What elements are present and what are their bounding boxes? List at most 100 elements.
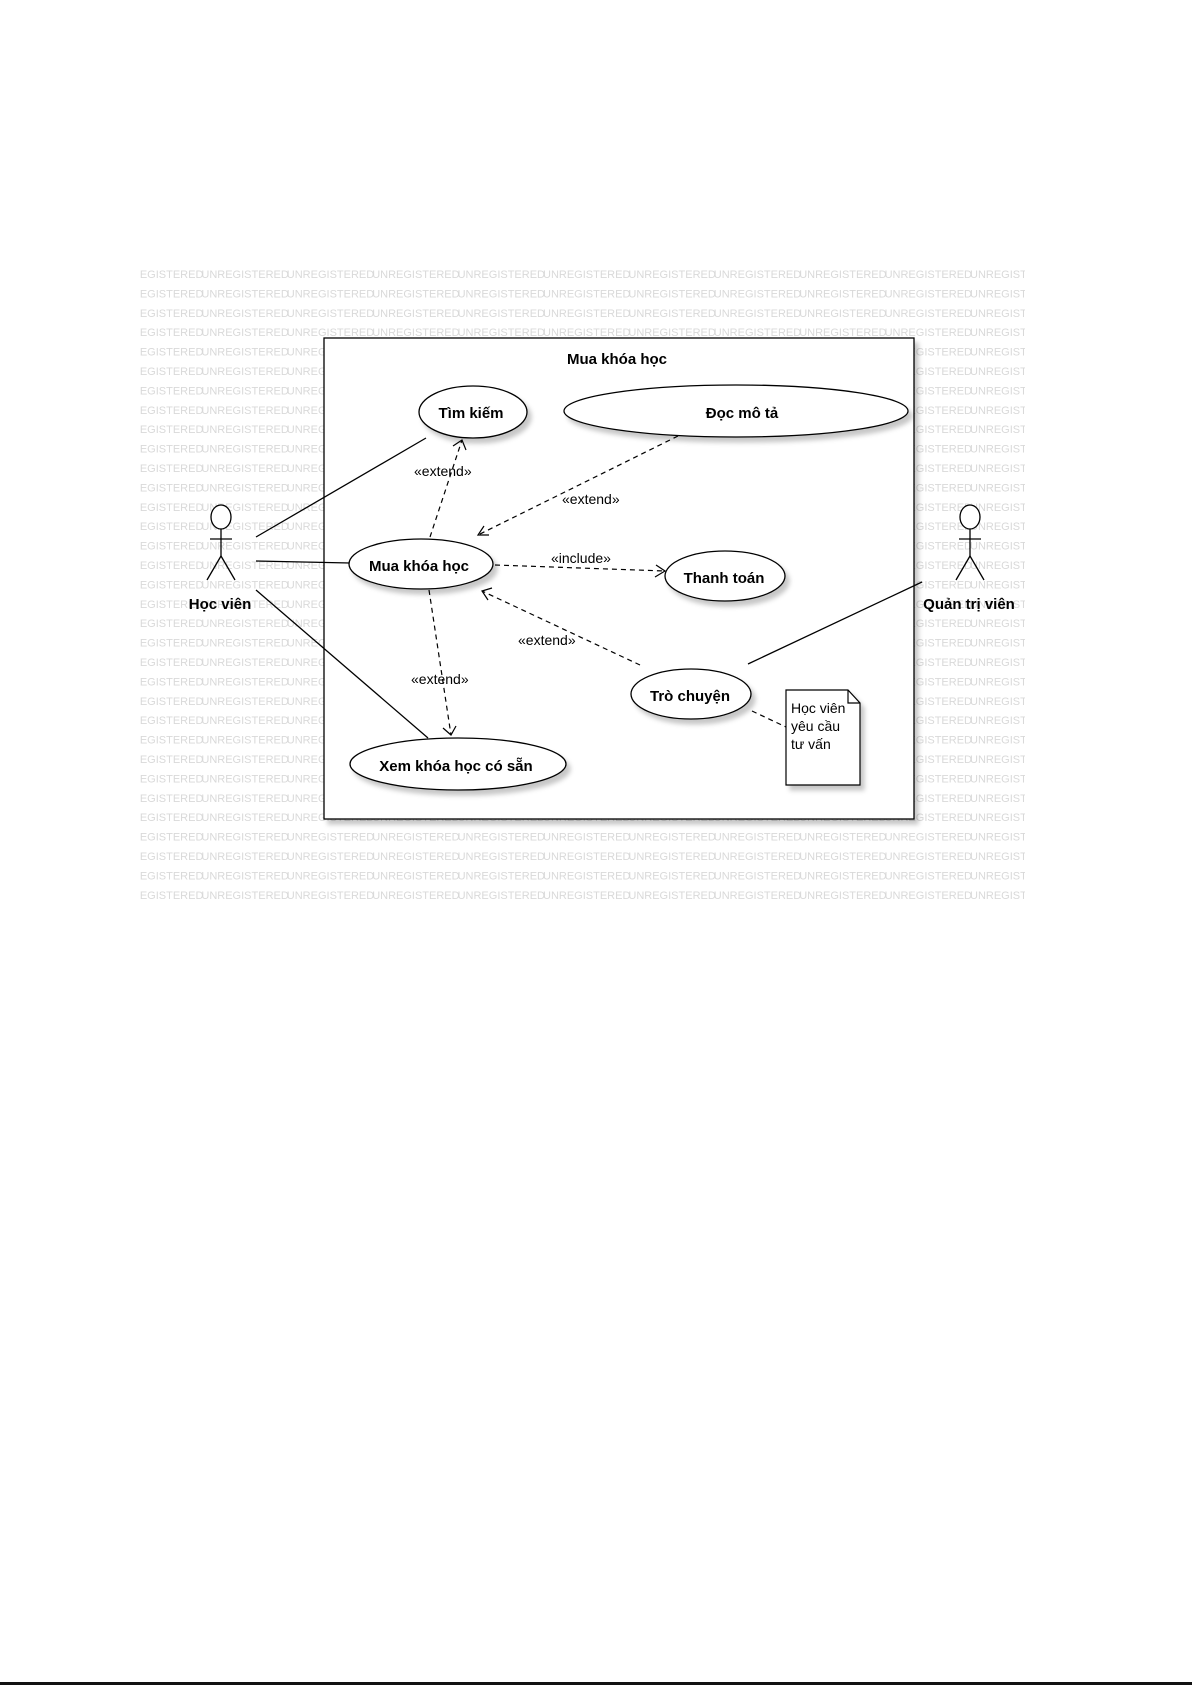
watermark-text: UNREGISTERED [885, 288, 972, 300]
use-case-tim-kiem-shape[interactable] [418, 385, 528, 439]
watermark-text: UNREGISTERED [970, 424, 1057, 436]
note-fold [847, 690, 860, 704]
arrowhead-tim-kiem [452, 439, 467, 451]
note[interactable]: Học viên yêu cầu tư vấn [785, 689, 861, 786]
note-shape[interactable] [785, 689, 861, 786]
watermark-text: UNREGISTERED [116, 579, 203, 591]
watermark-text: UNREGISTERED [1055, 308, 1142, 320]
watermark-text: UNREGISTERED [116, 638, 203, 650]
watermark-text: UNREGISTERED [287, 327, 374, 339]
watermark-text: UNREGISTERED [201, 424, 288, 436]
watermark-text: UNREGISTERED [116, 327, 203, 339]
use-case-tim-kiem[interactable]: Tìm kiếm [418, 385, 528, 439]
watermark-text: UNREGISTERED [1055, 521, 1142, 533]
use-case-mua-khoa-hoc-shape[interactable] [348, 538, 494, 590]
dependency-extend-doc-mo-ta [477, 435, 679, 536]
watermark-text: UNREGISTERED [31, 541, 118, 553]
watermark-text: UNREGISTERED [714, 832, 801, 844]
watermark-text: UNREGISTERED [628, 851, 715, 863]
watermark-text: UNREGISTERED [31, 502, 118, 514]
watermark-text: UNREGISTERED [1055, 851, 1142, 863]
watermark-text: UNREGISTERED [116, 347, 203, 359]
watermark-text: UNREGISTERED [201, 754, 288, 766]
watermark-text: UNREGISTERED [714, 851, 801, 863]
use-case-tro-chuyen[interactable]: Trò chuyện [630, 668, 752, 720]
watermark-text: UNREGISTERED [116, 832, 203, 844]
watermark-text: UNREGISTERED [970, 347, 1057, 359]
watermark-text: UNREGISTERED [543, 269, 630, 281]
use-case-xem-khoa-hoc-label: Xem khóa học có sẵn [379, 758, 532, 775]
watermark-text: UNREGISTERED [970, 541, 1057, 553]
use-case-doc-mo-ta[interactable]: Đọc mô tả [563, 384, 909, 438]
page-bottom-edge [0, 1682, 1192, 1685]
watermark-text: UNREGISTERED [1055, 599, 1142, 611]
watermark-text: UNREGISTERED [1055, 385, 1142, 397]
watermark-text: UNREGISTERED [287, 288, 374, 300]
watermark-text: UNREGISTERED [1055, 327, 1142, 339]
watermark-text: UNREGISTERED [31, 715, 118, 727]
watermark-text: UNREGISTERED [1055, 405, 1142, 417]
use-case-mua-khoa-hoc-label: Mua khóa học [369, 558, 469, 575]
watermark-text: UNREGISTERED [628, 269, 715, 281]
actor-quan-tri-vien[interactable] [955, 504, 985, 581]
watermark-text: UNREGISTERED [458, 832, 545, 844]
arrowhead-xem-khoa-hoc [442, 725, 457, 736]
watermark-text: UNREGISTERED [885, 870, 972, 882]
watermark-text: UNREGISTERED [1055, 482, 1142, 494]
watermark-text: UNREGISTERED [372, 288, 459, 300]
dependency-include-thanh-toan [494, 564, 666, 572]
use-case-doc-mo-ta-label: Đọc mô tả [706, 405, 779, 422]
watermark-text: UNREGISTERED [116, 288, 203, 300]
watermark-text: UNREGISTERED [1055, 890, 1142, 902]
label-extend-tim-kiem: «extend» [414, 463, 472, 479]
use-case-xem-khoa-hoc[interactable]: Xem khóa học có sẵn [349, 737, 567, 791]
watermark-text: UNREGISTERED [31, 405, 118, 417]
note-line-1: Học viên [791, 700, 845, 716]
watermark-text: UNREGISTERED [885, 851, 972, 863]
actor-hoc-vien[interactable] [206, 504, 236, 581]
watermark-text: UNREGISTERED [116, 812, 203, 824]
watermark-text: UNREGISTERED [458, 269, 545, 281]
watermark-text: UNREGISTERED [885, 327, 972, 339]
actor-hoc-vien-left-leg [206, 555, 222, 581]
watermark-text: UNREGISTERED [116, 385, 203, 397]
watermark-text: UNREGISTERED [372, 327, 459, 339]
watermark-text: UNREGISTERED [970, 812, 1057, 824]
use-case-doc-mo-ta-shape[interactable] [563, 384, 909, 438]
watermark-text: UNREGISTERED [1055, 560, 1142, 572]
watermark-text: UNREGISTERED [287, 851, 374, 863]
watermark-text: UNREGISTERED [970, 599, 1057, 611]
watermark-text: UNREGISTERED [201, 327, 288, 339]
use-case-thanh-toan-shape[interactable] [664, 550, 786, 602]
dependency-extend-xem-khoa-hoc [428, 589, 452, 736]
use-case-tro-chuyen-shape[interactable] [630, 668, 752, 720]
watermark-text: UNREGISTERED [543, 327, 630, 339]
watermark-text: UNREGISTERED [201, 890, 288, 902]
use-case-mua-khoa-hoc[interactable]: Mua khóa học [348, 538, 494, 590]
watermark-text: UNREGISTERED [116, 715, 203, 727]
watermark-text: UNREGISTERED [201, 696, 288, 708]
watermark-text: UNREGISTERED [458, 870, 545, 882]
watermark-text: UNREGISTERED [201, 832, 288, 844]
watermark-text: UNREGISTERED [970, 676, 1057, 688]
watermark-text: UNREGISTERED [201, 793, 288, 805]
watermark-text: UNREGISTERED [970, 696, 1057, 708]
actor-hoc-vien-right-leg [220, 555, 236, 581]
watermark-text: UNREGISTERED [714, 890, 801, 902]
watermark-text: UNREGISTERED [628, 308, 715, 320]
use-case-thanh-toan[interactable]: Thanh toán [664, 550, 786, 602]
watermark-text: UNREGISTERED [116, 463, 203, 475]
watermark-text: UNREGISTERED [116, 541, 203, 553]
watermark-text: UNREGISTERED [31, 521, 118, 533]
watermark-text: UNREGISTERED [1055, 715, 1142, 727]
watermark-text: UNREGISTERED [287, 870, 374, 882]
watermark-text: UNREGISTERED [116, 754, 203, 766]
watermark-text: UNREGISTERED [201, 735, 288, 747]
watermark-text: UNREGISTERED [885, 832, 972, 844]
use-case-xem-khoa-hoc-shape[interactable] [349, 737, 567, 791]
watermark-text: UNREGISTERED [1055, 424, 1142, 436]
watermark-text: UNREGISTERED [31, 366, 118, 378]
watermark-text: UNREGISTERED [970, 405, 1057, 417]
watermark-text: UNREGISTERED [799, 890, 886, 902]
dependency-extend-tim-kiem [429, 439, 463, 538]
